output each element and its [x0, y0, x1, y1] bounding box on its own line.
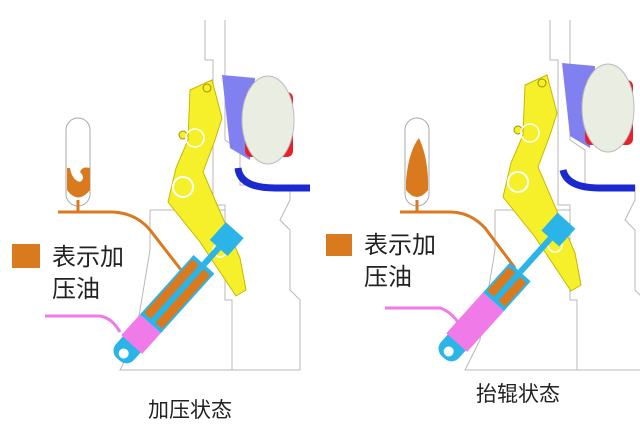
- cylinder: [438, 212, 576, 362]
- cylinder: [113, 222, 244, 364]
- panel-lifting: [385, 19, 640, 371]
- legend-line: 压油: [364, 263, 412, 291]
- roller: [561, 62, 635, 153]
- legend-swatch: [12, 244, 40, 268]
- caption-pressurized: 加压状态: [148, 398, 232, 422]
- caption-lifting: 抬辊状态: [476, 382, 560, 406]
- legend-line: 压油: [52, 275, 100, 303]
- pink-line: [45, 314, 122, 333]
- legend-label: 表示加 压油: [364, 230, 436, 292]
- blue-pipe: [234, 167, 310, 192]
- oil-line: [400, 200, 517, 269]
- legend-line: 表示加: [364, 231, 436, 259]
- legend-swatch: [326, 234, 352, 256]
- oil-line: [58, 200, 187, 276]
- roller: [221, 74, 295, 165]
- accumulator-oil: [406, 138, 429, 197]
- pink-line: [385, 306, 465, 331]
- blue-pipe: [559, 168, 635, 192]
- legend-line: 表示加: [52, 243, 124, 271]
- accumulator-oil: [67, 167, 90, 198]
- panel-pressurized: [45, 19, 310, 371]
- legend-label: 表示加 压油: [52, 242, 124, 304]
